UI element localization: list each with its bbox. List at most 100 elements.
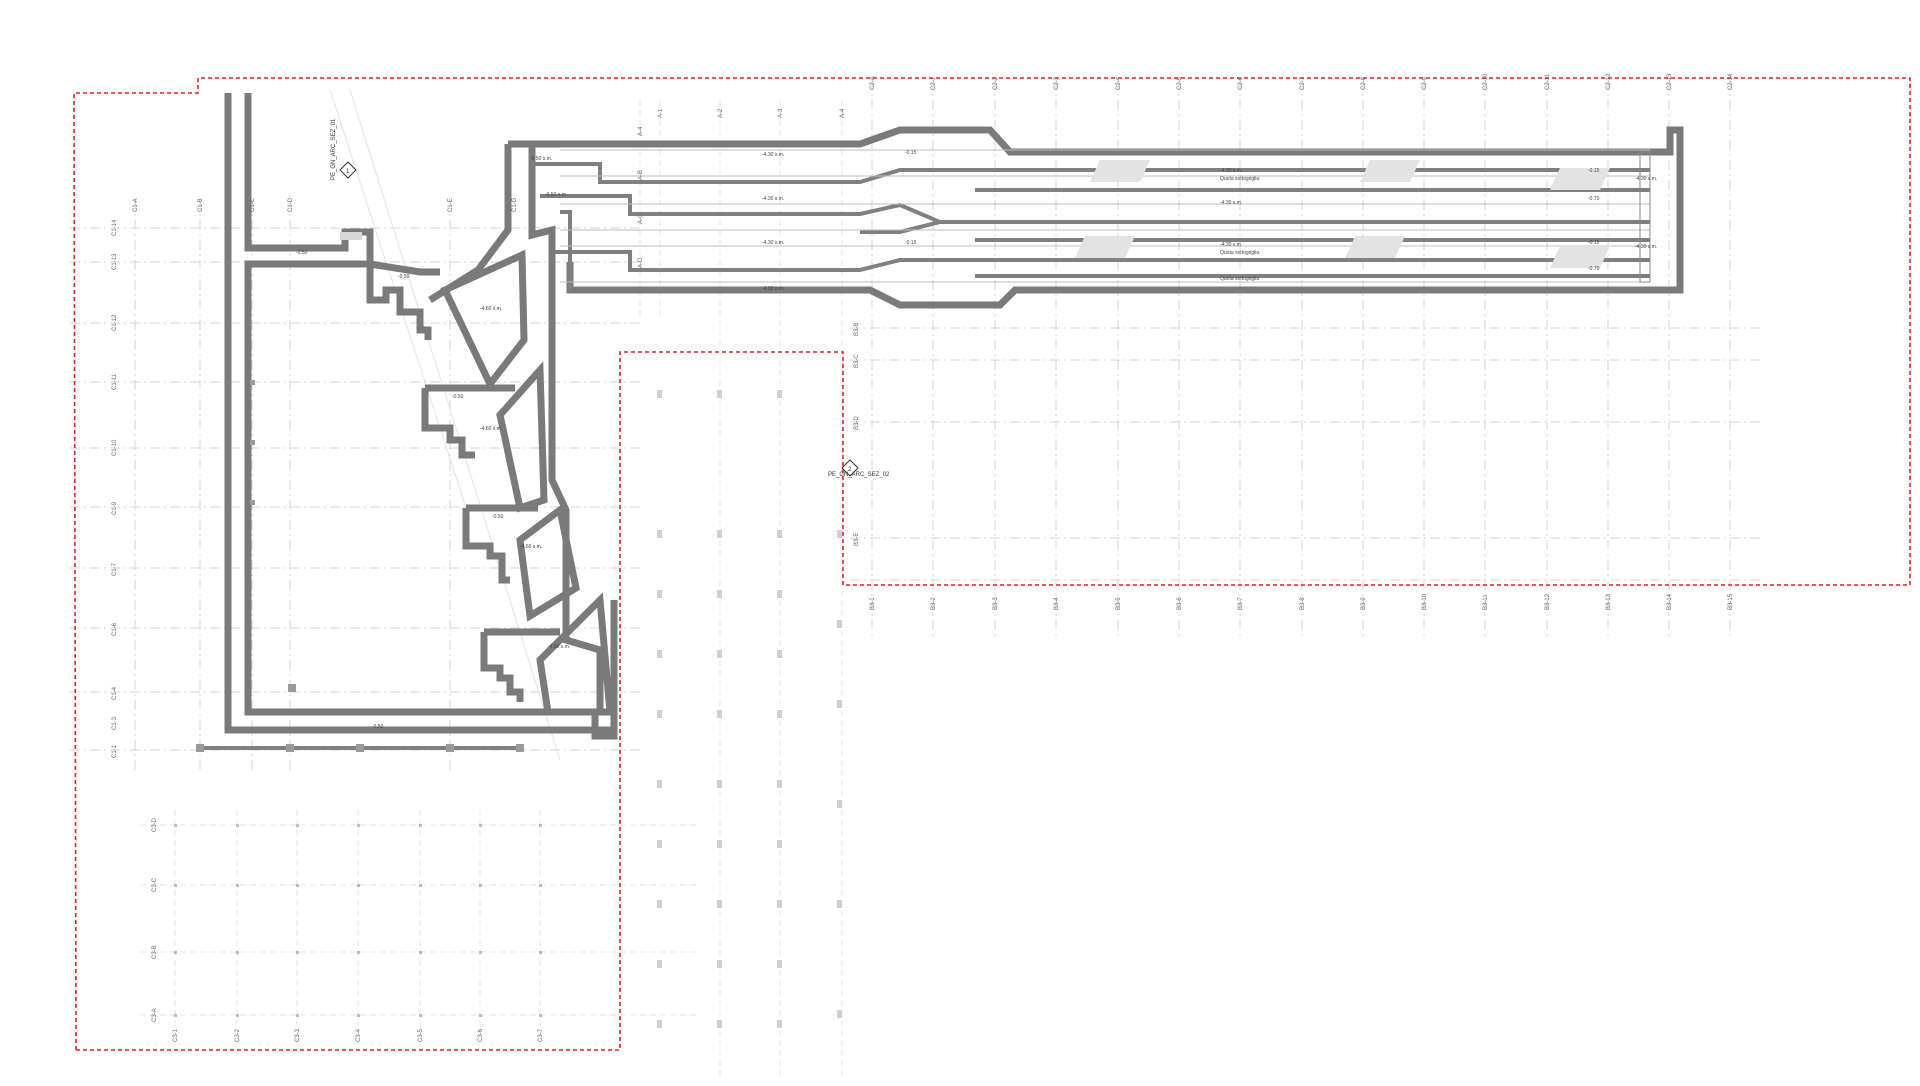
axis-b3-10: B3-10 (1422, 593, 1428, 610)
axis-c3-4: C3-4 (356, 1028, 362, 1042)
level-minus015-1: -0.15 (905, 150, 917, 156)
axis-a-1: A-1 (658, 108, 664, 118)
axis-c2-8: C2-8 (1361, 76, 1367, 90)
grate-level-1: Quota sottogriglia (1220, 176, 1259, 182)
axis-c2-2: C2-2 (993, 76, 999, 90)
axis-a-c: A-C (638, 213, 644, 224)
axis-b3-e: B3-E (854, 533, 860, 546)
axis-c1-9: C1-9 (112, 501, 118, 515)
level-lower-4: -4.60 s.m. (548, 644, 570, 650)
axis-b3-b: B3-B (854, 323, 860, 336)
axis-b3-14: B3-14 (1667, 593, 1673, 610)
section-mark-2[interactable]: 2 PE_GN_ARC_SEZ_02 (828, 459, 890, 478)
axis-c1-3: C1-3 (112, 716, 118, 730)
axis-c1-c: C1-C (250, 197, 256, 212)
axis-a-4b: A-4 (840, 108, 846, 118)
level-platform-5: -4.30 s.m. (1220, 168, 1242, 174)
axis-a-d: A-D (638, 257, 644, 268)
grate-level-2: Quota sottogriglia (1220, 250, 1259, 256)
axis-b3-13: B3-13 (1606, 593, 1612, 610)
section-mark-1[interactable]: 1 PE_GN_ARC_SEZ_01 (331, 118, 357, 180)
axis-labels-bottom: B3-1 B3-2 B3-3 B3-4 B3-5 B3-6 B3-7 B3-8 … (870, 593, 1734, 610)
axis-c2-14: C2-14 (1728, 73, 1734, 90)
axis-a-b: A-B (638, 170, 644, 180)
axis-b3-12: B3-12 (1545, 593, 1551, 610)
platform-tunnels (508, 126, 1684, 309)
axis-b3-5: B3-5 (1116, 597, 1122, 610)
section-mark-1-number: 1 (346, 169, 350, 175)
axis-c2-5: C2-5 (1177, 76, 1183, 90)
axis-b3-2: B3-2 (931, 597, 937, 610)
axis-c1-4: C1-4 (112, 686, 118, 700)
axis-c1-12: C1-12 (112, 314, 118, 331)
level-minus070-1: -0.70 (1588, 196, 1600, 202)
axis-c3-3: C3-3 (295, 1028, 301, 1042)
section-mark-2-label: PE_GN_ARC_SEZ_02 (828, 472, 890, 478)
axis-c3-7: C3-7 (538, 1028, 544, 1042)
axis-c2-6: C2-6 (1238, 76, 1244, 90)
axis-c1-1: C1-1 (112, 744, 118, 758)
level-platform-8: -4.30 s.m. (1635, 176, 1657, 182)
axis-c2-9: C2-9 (1422, 76, 1428, 90)
axis-c3-6: C3-6 (478, 1028, 484, 1042)
axis-c2-4: C2-4 (1116, 76, 1122, 90)
axis-b3-9: B3-9 (1361, 597, 1367, 610)
level-minus015-2: -0.15 (905, 240, 917, 246)
level-minus050-4: -0.50 (492, 514, 504, 520)
axis-a-4a: A-4 (638, 126, 644, 136)
axis-c3-a: C3-A (152, 1008, 158, 1022)
axis-c1-a: C1-A (133, 198, 139, 212)
axis-c2-13: C2-13 (1667, 73, 1673, 90)
level-minus050-3: -0.50 (452, 394, 464, 400)
section-mark-1-label: PE_GN_ARC_SEZ_01 (331, 118, 337, 180)
level-platform-7: -4.30 s.m. (1220, 242, 1242, 248)
axis-c2-11: C2-11 (1545, 73, 1551, 90)
axis-c2-3: C2-3 (1054, 76, 1060, 90)
level-platform-9: -4.30 s.m. (1635, 244, 1657, 250)
axis-c3-1: C3-1 (173, 1028, 179, 1042)
axis-c1-7: C1-7 (112, 562, 118, 576)
axis-a-2: A-2 (718, 108, 724, 118)
level-upper-1: -0.50 s.m. (530, 156, 552, 162)
axis-labels-top: C2-A C2-1 C2-2 C2-3 C2-4 C2-5 C2-6 C2-7 … (870, 73, 1734, 90)
axis-b3-3: B3-3 (993, 597, 999, 610)
axis-labels-b3-right: B3-B B3-C B3-D B3-E (854, 323, 860, 546)
project-boundary (73, 77, 1911, 1051)
axis-b3-1: B3-1 (870, 597, 876, 610)
axis-labels-left: C1-14 C1-13 C1-12 C1-11 C1-10 C1-9 C1-7 … (112, 219, 118, 758)
axis-labels-a: A-4 A-1 A-2 A-3 A-4 A-B A-C A-D (638, 108, 846, 268)
level-lower-2: -4.60 s.m. (480, 426, 502, 432)
axis-c1-10: C1-10 (112, 439, 118, 456)
axis-labels-c1-top: C1-A C1-B C1-C C1-D C1-E C1-G (133, 197, 518, 212)
axis-b3-d: B3-D (854, 416, 860, 430)
axis-b3-15: B3-15 (1728, 593, 1734, 610)
axis-b3-8: B3-8 (1300, 597, 1306, 610)
axis-a-3: A-3 (778, 108, 784, 118)
axis-b3-6: B3-6 (1177, 597, 1183, 610)
axis-c3-d: C3-D (152, 817, 158, 832)
axis-c1-14: C1-14 (112, 219, 118, 236)
level-platform-3: -4.30 s.m. (762, 240, 784, 246)
axis-b3-11: B3-11 (1483, 594, 1489, 610)
level-labels: -0.50 s.m. -0.50 s.m. -4.30 s.m. -4.30 s… (296, 150, 1657, 730)
level-minus050-2: -0.50 (398, 274, 410, 280)
axis-c1-6: C1-6 (112, 622, 118, 636)
axis-b3-7: B3-7 (1238, 597, 1244, 610)
axis-c1-g: C1-G (512, 197, 518, 212)
axis-labels-c3: C3-D C3-C C3-B C3-A C3-1 C3-2 C3-3 C3-4 … (152, 817, 544, 1042)
level-minus050-1: -0.50 (296, 250, 308, 256)
axis-b3-c: B3-C (854, 354, 860, 368)
axis-c2-a: C2-A (870, 76, 876, 90)
grate-level-3: Quota sottogriglia (1220, 276, 1259, 282)
axis-c3-5: C3-5 (418, 1028, 424, 1042)
level-lower-1: -4.60 s.m. (480, 306, 502, 312)
level-upper-2: -0.50 s.m. (545, 192, 567, 198)
axis-c2-10: C2-10 (1483, 73, 1489, 90)
axis-c1-e: C1-E (448, 198, 454, 212)
level-platform-1: -4.30 s.m. (762, 152, 784, 158)
level-minus015-4: -0.15 (1588, 240, 1600, 246)
axis-c1-d: C1-D (288, 197, 294, 212)
level-platform-6: -4.30 s.m. (1220, 200, 1242, 206)
axis-c3-b: C3-B (152, 945, 158, 959)
